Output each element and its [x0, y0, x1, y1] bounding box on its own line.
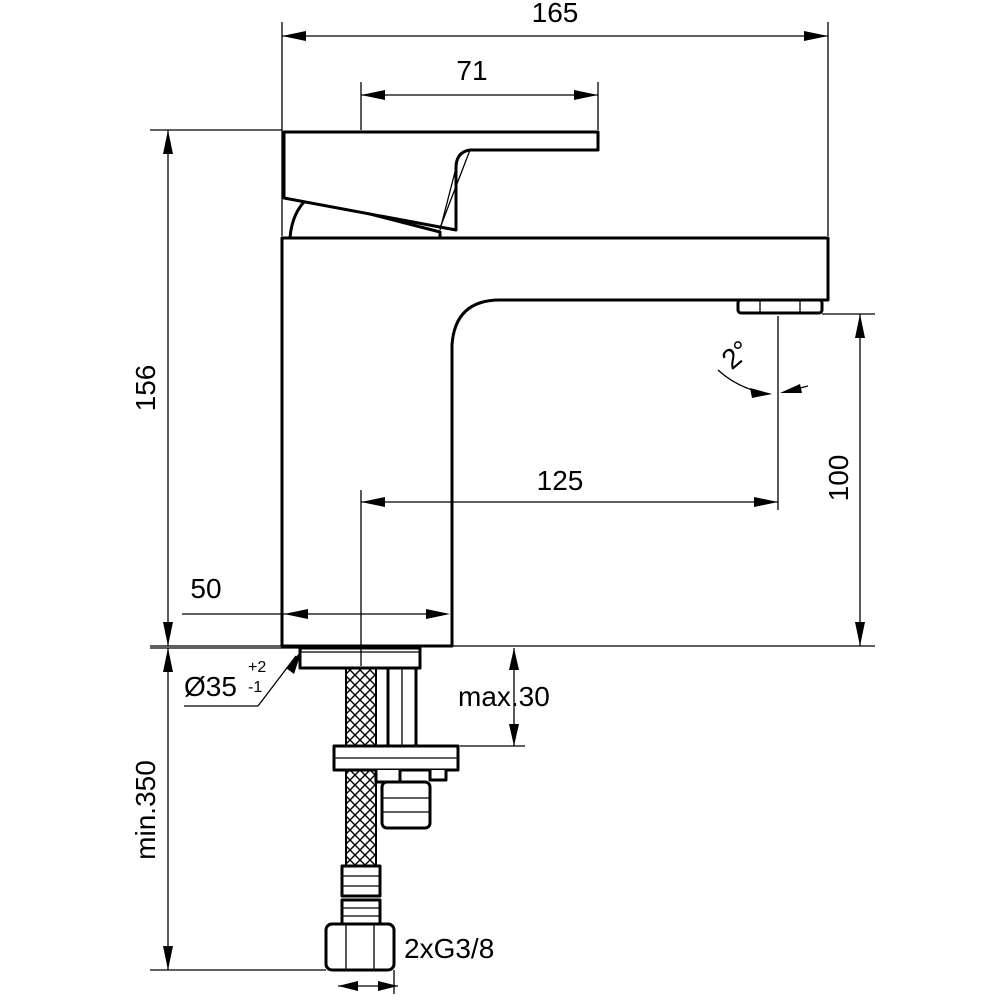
- dim-body-depth-label: 50: [190, 573, 221, 604]
- dim-lever-width-label: 71: [456, 55, 487, 86]
- dim-body-depth: 50: [182, 573, 450, 619]
- dim-spout-angle-label: 2°: [716, 334, 756, 375]
- dim-spout-height-label: 100: [823, 455, 854, 502]
- dim-total-height: 156: [130, 129, 282, 647]
- faucet-outline: [280, 130, 830, 648]
- faucet-body: [280, 236, 830, 648]
- cartridge-dome: [288, 196, 442, 240]
- dim-spout-height: 100: [452, 313, 875, 647]
- dim-hole-diameter-label: Ø35: [184, 671, 237, 702]
- dim-hole-tol-upper: +2: [248, 659, 266, 676]
- dim-hole-diameter: Ø35 +2 -1: [184, 650, 302, 707]
- dim-connection-thread-label: 2xG3/8: [404, 933, 494, 964]
- hose-ferrule: [340, 864, 382, 898]
- dim-max-deck: max.30: [458, 648, 550, 747]
- aerator: [736, 298, 824, 315]
- lever-handle: [282, 130, 600, 232]
- dim-spout-reach-label: 125: [537, 465, 584, 496]
- connector-nut: [324, 922, 396, 972]
- dim-spout-angle: 2°: [716, 334, 809, 398]
- mounting-assembly: [298, 646, 460, 972]
- dim-spout-reach: 125: [361, 316, 779, 510]
- dim-lever-width: 71: [360, 55, 599, 130]
- dim-max-deck-label: max.30: [458, 681, 550, 712]
- dim-min-hose-label: min.350: [130, 760, 161, 860]
- dim-overall-width-label: 165: [532, 0, 579, 28]
- handle-inner-line: [439, 149, 471, 229]
- dim-hole-tol-lower: -1: [248, 679, 262, 696]
- base-flange: [298, 646, 422, 670]
- dim-total-height-label: 156: [130, 365, 161, 412]
- fixing-nut: [380, 780, 432, 830]
- dim-min-hose: min.350: [130, 647, 326, 971]
- dim-overall-width: 165: [281, 0, 829, 236]
- dim-connection-thread: 2xG3/8: [338, 933, 494, 994]
- fixing-bracket: [374, 770, 402, 784]
